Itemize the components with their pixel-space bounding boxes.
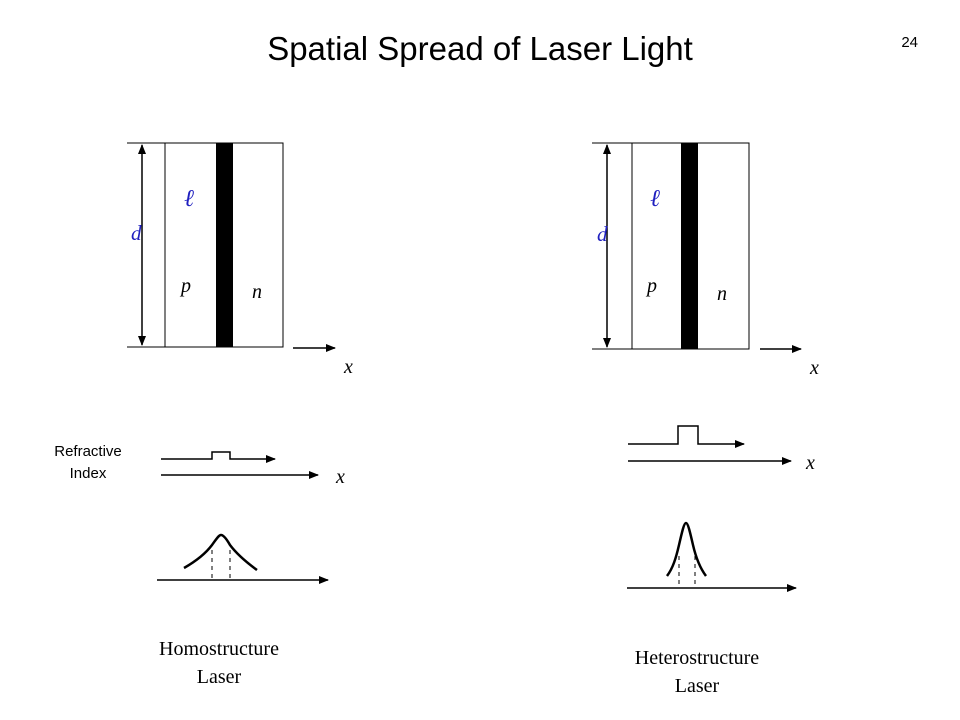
p-region-label: p <box>645 275 657 297</box>
heterostructure-caption-line1: Heterostructure <box>635 647 760 669</box>
homostructure-refractive-index-plot: Refractive Index x <box>54 443 345 488</box>
index-profile <box>161 451 276 463</box>
ell-label: ℓ <box>650 186 660 212</box>
n-region-label: n <box>717 283 727 305</box>
refractive-label-line2: Index <box>70 465 107 482</box>
index-profile <box>628 425 745 448</box>
light-intensity-curve <box>183 533 258 572</box>
heterostructure-refractive-index-plot: x <box>628 425 815 474</box>
index-x-axis-label: x <box>805 452 815 474</box>
heterostructure-device: d ℓ p n x <box>592 142 819 379</box>
light-intensity-curve <box>665 521 708 577</box>
homostructure-intensity-profile <box>157 533 329 584</box>
index-x-axis-label: x <box>335 466 345 488</box>
homostructure-caption-line1: Homostructure <box>159 638 279 660</box>
homostructure-device: d ℓ p n x <box>127 142 353 378</box>
ell-label: ℓ <box>184 186 194 212</box>
p-region-label: p <box>179 275 191 297</box>
dimension-label: d <box>597 222 608 246</box>
heterostructure-caption-line2: Laser <box>675 675 720 697</box>
active-layer <box>216 143 233 347</box>
refractive-label-line1: Refractive <box>54 443 122 460</box>
dimension-label: d <box>131 221 142 245</box>
x-axis-label: x <box>809 357 819 379</box>
heterostructure-intensity-profile <box>627 521 797 592</box>
slide-title: Spatial Spread of Laser Light <box>267 30 693 67</box>
homostructure-caption-line2: Laser <box>197 666 242 688</box>
active-layer <box>681 143 698 349</box>
page-number: 24 <box>901 34 918 51</box>
n-region-label: n <box>252 281 262 303</box>
x-axis-label: x <box>343 356 353 378</box>
